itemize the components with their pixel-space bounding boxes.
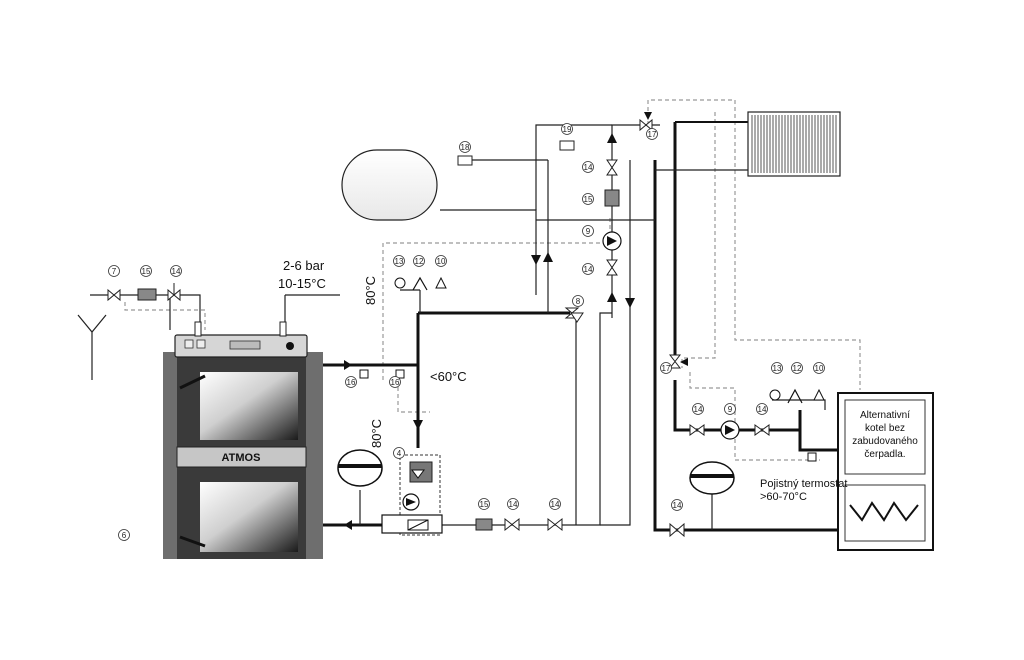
callout-14e: 14: [549, 498, 561, 510]
temp-80-bottom-label: 80°C: [369, 419, 384, 448]
callout-10a-text: 10: [437, 257, 446, 266]
callout-9a: 9: [582, 225, 594, 237]
callout-15a: 15: [140, 265, 152, 277]
callout-17b: 17: [660, 362, 672, 374]
callout-17a-text: 17: [648, 130, 657, 139]
callout-16b: 16: [389, 376, 401, 388]
callout-19-text: 19: [563, 125, 572, 134]
callout-14b: 14: [582, 161, 594, 173]
callout-14h: 14: [671, 499, 683, 511]
callout-8: 8: [572, 295, 584, 307]
expansion-vessel-left: [337, 449, 383, 487]
valves-and-pumps: [359, 112, 825, 538]
alt-boiler-line3: zabudovaného: [852, 436, 918, 447]
callout-4: 4: [393, 447, 405, 459]
supply-temperature-label: 10-15°C: [278, 276, 326, 291]
callout-7-text: 7: [112, 267, 117, 276]
callout-14c: 14: [582, 263, 594, 275]
drain-funnel: [77, 314, 107, 380]
callout-8-text: 8: [576, 297, 581, 306]
callout-19: 19: [561, 123, 573, 135]
callout-12b-text: 12: [793, 364, 802, 373]
temp-80-top-label: 80°C: [363, 276, 378, 305]
callout-16a-text: 16: [347, 378, 356, 387]
radiator-fins: [751, 115, 837, 173]
callout-12a: 12: [413, 255, 425, 267]
callout-15c-text: 15: [480, 500, 489, 509]
callout-10b: 10: [813, 362, 825, 374]
callout-6-text: 6: [122, 531, 127, 540]
callout-10b-text: 10: [815, 364, 824, 373]
callout-7: 7: [108, 265, 120, 277]
callout-12b: 12: [791, 362, 803, 374]
callout-14b-text: 14: [584, 163, 593, 172]
inlet-valves: [107, 283, 181, 302]
component-callouts: 7 15 14 18 19 17 14 15 9 14 8 13 12 10 1…: [108, 123, 825, 541]
callout-14e-text: 14: [551, 500, 560, 509]
boiler-brand-label: ATMOS: [222, 452, 261, 464]
callout-14d-text: 14: [509, 500, 518, 509]
callout-17b-text: 17: [662, 364, 671, 373]
callout-14c-text: 14: [584, 265, 593, 274]
atmos-boiler: [163, 321, 323, 559]
callout-13b: 13: [771, 362, 783, 374]
callout-17a: 17: [646, 128, 658, 140]
callout-13b-text: 13: [773, 364, 782, 373]
alt-boiler-line4: čerpadla.: [864, 449, 905, 460]
loading-unit: [381, 454, 443, 536]
safety-thermostat-line1: Pojistný termostat: [760, 478, 847, 490]
callout-16b-text: 16: [391, 378, 400, 387]
flow-arrows: [344, 133, 635, 530]
callout-14f: 14: [692, 403, 704, 415]
callout-9b: 9: [724, 403, 736, 415]
alt-boiler-line2: kotel bez: [865, 423, 905, 434]
callout-14a-text: 14: [172, 267, 181, 276]
callout-15a-text: 15: [142, 267, 151, 276]
callout-14d: 14: [507, 498, 519, 510]
expansion-vessel-right: [689, 461, 735, 495]
callout-14g-text: 14: [758, 405, 767, 414]
callout-14h-text: 14: [673, 501, 682, 510]
alternative-boiler: [837, 392, 934, 551]
callout-14a: 14: [170, 265, 182, 277]
callout-16a: 16: [345, 376, 357, 388]
safety-thermostat-line2: >60-70°C: [760, 491, 807, 503]
callout-15b-text: 15: [584, 195, 593, 204]
temp-60-label: <60°C: [430, 369, 467, 384]
callout-13a: 13: [393, 255, 405, 267]
callout-15c: 15: [478, 498, 490, 510]
callout-4-text: 4: [397, 449, 402, 458]
radiator: [747, 111, 841, 177]
pressure-label: 2-6 bar: [283, 258, 325, 273]
callout-15b: 15: [582, 193, 594, 205]
callout-9b-text: 9: [728, 405, 733, 414]
callout-10a: 10: [435, 255, 447, 267]
callout-18: 18: [459, 141, 471, 153]
callout-9a-text: 9: [586, 227, 591, 236]
callout-18-text: 18: [461, 143, 470, 152]
callout-12a-text: 12: [415, 257, 424, 266]
callout-14g: 14: [756, 403, 768, 415]
alt-boiler-line1: Alternativní: [860, 410, 910, 421]
callout-13a-text: 13: [395, 257, 404, 266]
callout-6: 6: [118, 529, 130, 541]
callout-14f-text: 14: [694, 405, 703, 414]
storage-tank: [341, 140, 575, 221]
